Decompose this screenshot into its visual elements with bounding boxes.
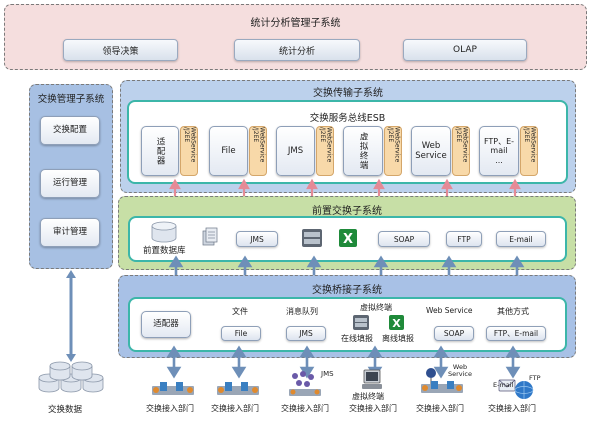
dept-label-3: 交换接入部门 [281, 404, 329, 413]
ws-j2ee-5: WebService /J2EE [452, 126, 470, 176]
exchange-data-icon [38, 361, 104, 393]
front-soap-button[interactable]: SOAP [378, 231, 430, 247]
exchange-config-button[interactable]: 交换配置 [40, 116, 100, 145]
transport-ftp-email[interactable]: FTP、E-mail ... [479, 126, 519, 176]
ws-j2ee-4: WebService /J2EE [384, 126, 402, 176]
ws-j2ee-6: WebService /J2EE [520, 126, 538, 176]
operation-mgmt-button[interactable]: 运行管理 [40, 169, 100, 198]
front-db-label: 前置数据库 [143, 246, 186, 256]
offline-fill-label: 离线填报 [382, 334, 414, 343]
statistics-button[interactable]: 统计分析 [234, 39, 360, 61]
document-icon [202, 227, 218, 246]
dept-jms-icon [289, 371, 321, 396]
bridge-excel-icon: X [389, 315, 404, 330]
dept-label-4: 交换接入部门 [349, 404, 397, 413]
transport-virtual-terminal[interactable]: 虚拟终端 [343, 126, 383, 176]
server-icon [302, 229, 322, 247]
transport-jms[interactable]: JMS [276, 126, 315, 176]
bridge-header-other: 其他方式 [497, 307, 529, 316]
dept-label-5: 交换接入部门 [416, 404, 464, 413]
bridge-bar [128, 297, 567, 352]
bridge-adapter-button[interactable]: 适配器 [141, 311, 191, 338]
bridge-server-icon [353, 315, 369, 330]
dept-jms-tag: JMS [321, 370, 334, 378]
transport-adapter[interactable]: 适配器 [141, 126, 179, 176]
transport-title: 交换传输子系统 [313, 88, 383, 99]
stats-panel: 统计分析管理子系统 领导决策 统计分析 OLAP [4, 4, 587, 70]
bridge-ftp-email-button[interactable]: FTP、E-mail [486, 326, 546, 341]
front-jms-button[interactable]: JMS [236, 231, 278, 247]
front-title: 前置交换子系统 [312, 206, 382, 217]
bridge-header-file: 文件 [232, 307, 248, 316]
front-ftp-button[interactable]: FTP [446, 231, 482, 247]
ws-j2ee-3: WebService /J2EE [316, 126, 334, 176]
mgmt-panel: 交换管理子系统 交换配置 运行管理 审计管理 [29, 84, 113, 269]
dept-ftp-tag: FTP [529, 374, 541, 382]
dept-email-tag: E-mail [493, 381, 514, 389]
esb-title: 交换服务总线ESB [309, 113, 386, 124]
dept-network-icon-1 [152, 382, 194, 395]
front-email-button[interactable]: E-mail [496, 231, 546, 247]
front-bar [128, 216, 567, 262]
bridge-title: 交换桥接子系统 [312, 285, 382, 296]
online-fill-label: 在线填报 [341, 334, 373, 343]
stats-title: 统计分析管理子系统 [250, 18, 341, 29]
dept-vt-label: 虚拟终端 [352, 392, 384, 401]
dept-ws-icon [421, 368, 463, 393]
bridge-header-mq: 消息队列 [286, 307, 318, 316]
mgmt-title: 交换管理子系统 [37, 94, 105, 105]
dept-network-icon-2 [217, 382, 259, 395]
bridge-header-vt: 虚拟终端 [360, 303, 392, 312]
mgmt-data-arrow [66, 270, 76, 362]
leader-decision-button[interactable]: 领导决策 [63, 39, 178, 61]
bridge-header-ws: Web Service [426, 306, 473, 315]
svg-text:X: X [392, 317, 401, 330]
exchange-data-label: 交换数据 [48, 405, 83, 415]
audit-mgmt-button[interactable]: 审计管理 [40, 218, 100, 247]
olap-button[interactable]: OLAP [403, 39, 527, 61]
svg-text:X: X [343, 232, 353, 247]
front-db-icon [151, 221, 177, 243]
ws-j2ee-2: WebService /J2EE [249, 126, 267, 176]
ws-j2ee-1: WebService /J2EE [180, 126, 198, 176]
bridge-file-button[interactable]: File [221, 326, 261, 341]
transport-file[interactable]: File [209, 126, 248, 176]
excel-icon: X [339, 229, 357, 247]
bridge-jms-button[interactable]: JMS [286, 326, 326, 341]
bridge-soap-button[interactable]: SOAP [434, 326, 474, 341]
transport-web-service[interactable]: Web Service [411, 126, 451, 176]
dept-label-1: 交换接入部门 [146, 404, 194, 413]
dept-label-2: 交换接入部门 [211, 404, 259, 413]
dept-email-icon [498, 379, 534, 399]
dept-label-6: 交换接入部门 [488, 404, 536, 413]
dept-ws-tag: Web Service [447, 363, 473, 379]
computer-icon [362, 369, 382, 389]
